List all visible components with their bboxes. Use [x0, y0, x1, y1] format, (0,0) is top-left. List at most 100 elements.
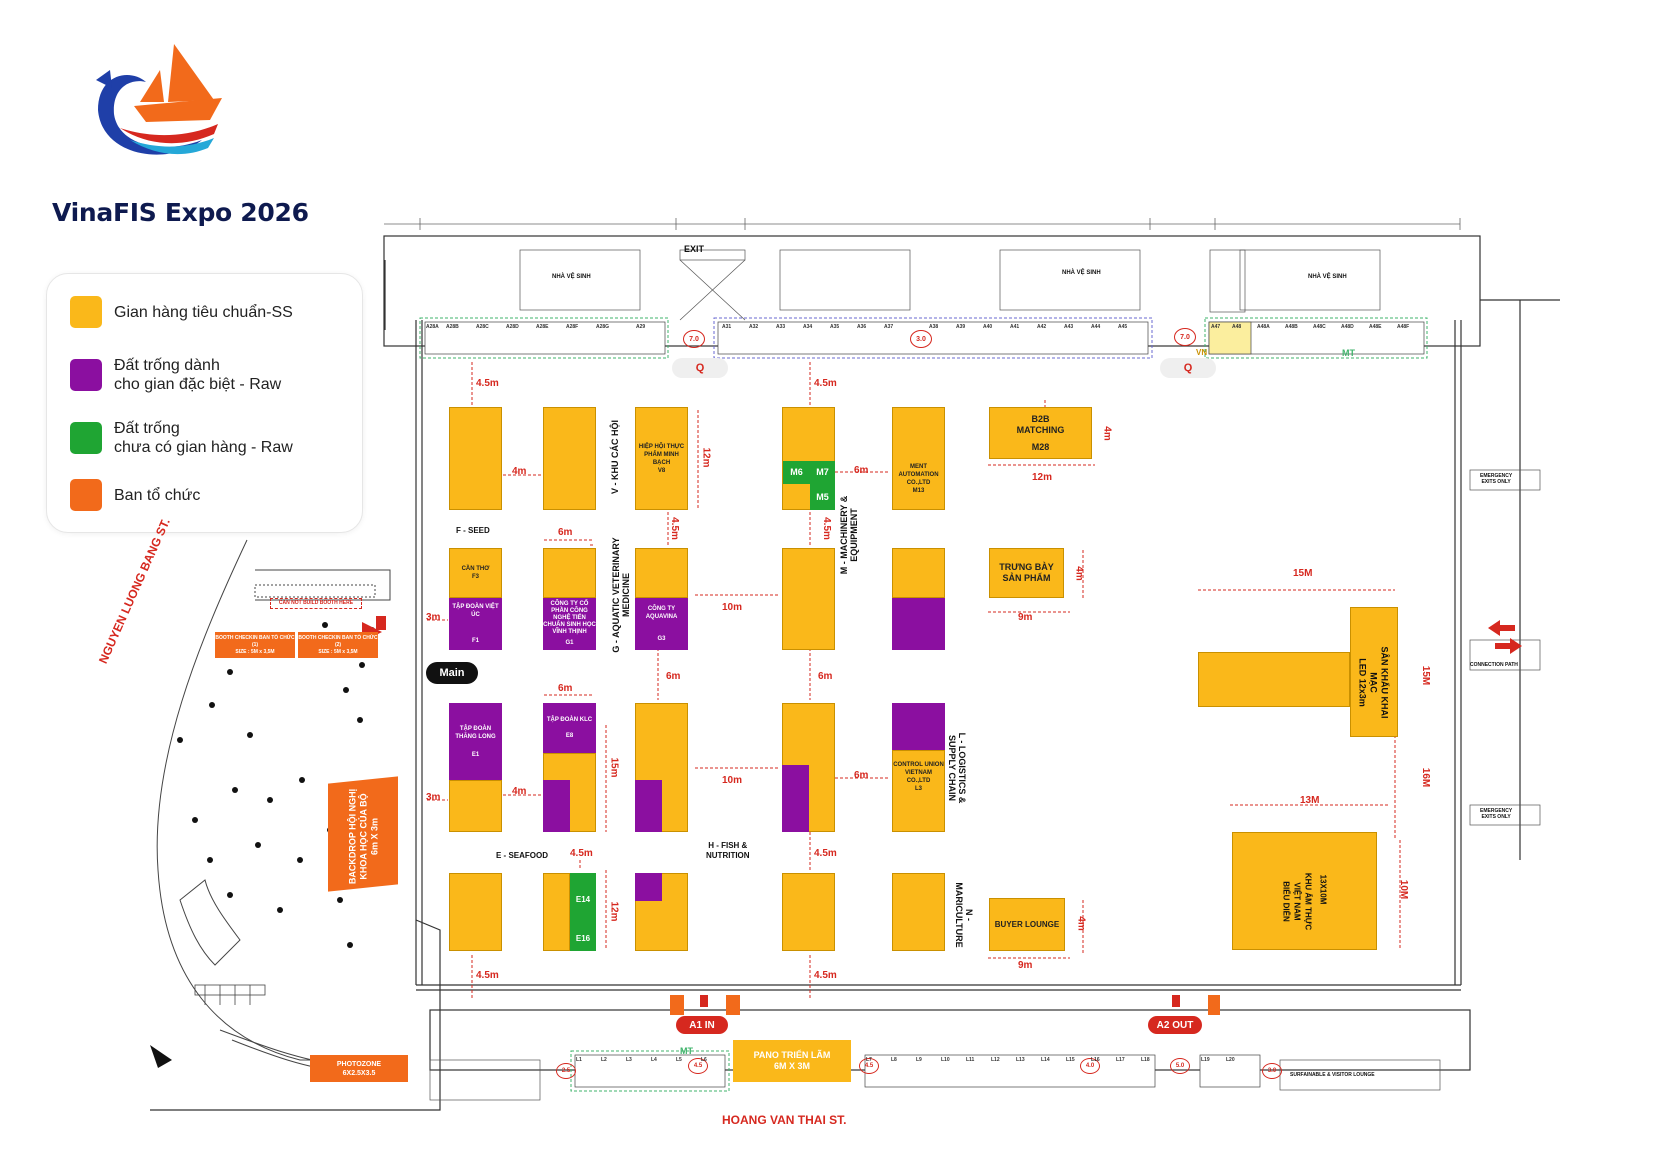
booth-g3-name: CÔNG TY AQUAVINA [645, 606, 678, 620]
booth-block-m-mid[interactable] [782, 548, 835, 650]
legend-label: Đất trống dành cho gian đặc biệt - Raw [114, 357, 282, 393]
booth-g1-id: G1 [565, 640, 574, 646]
photozone[interactable]: PHOTOZONE 6X2.5X3.5 [310, 1055, 408, 1082]
main-entrance-button[interactable]: Main [426, 662, 478, 684]
food-area[interactable] [1232, 832, 1377, 950]
booth-f3[interactable]: CẦN THƠ F3 [449, 548, 502, 598]
booth-v8[interactable]: HIỆP HỘI THỰC PHẨM MINH BẠCH V8 [635, 407, 688, 510]
legend-swatch-empty [70, 422, 102, 454]
checkin-booth-2[interactable]: BOOTH CHECKIN BAN TỔ CHỨC (2) SIZE : 5M … [298, 632, 378, 658]
booth-block-m-mid-right[interactable] [892, 548, 945, 598]
booth-block-v-left[interactable] [543, 407, 596, 510]
booth-l3[interactable]: CONTROL UNION VIETNAM CO.,LTD L3 [892, 750, 945, 832]
dim-display-width: 9m [1018, 612, 1033, 623]
buyer-lounge-area[interactable]: BUYER LOUNGE [989, 898, 1065, 951]
booth-f1[interactable]: TẬP ĐOÀN VIỆT ÚC F1 [449, 598, 502, 650]
stage-top[interactable] [1350, 607, 1398, 737]
dim-aisle-top-mid: 4.5m [814, 378, 837, 389]
zone-ip: V - KHU CÁC HỘI [610, 420, 620, 494]
gate-a2-out[interactable]: A2 OUT [1148, 1016, 1202, 1034]
booth-special-l-top[interactable] [892, 703, 945, 750]
booth-number: A41 [1010, 324, 1020, 330]
booth-number: A45 [1118, 324, 1128, 330]
booth-block-n-row4[interactable] [892, 873, 945, 951]
legend-organizer: Ban tổ chức [70, 479, 200, 511]
booth-special-h-left[interactable] [635, 780, 662, 832]
booth-special-h-right[interactable] [782, 765, 809, 832]
logo-wave-1 [98, 75, 202, 155]
booth-l3-name: CONTROL UNION VIETNAM CO.,LTD [893, 762, 944, 784]
q-marker-right: Q [1160, 358, 1216, 378]
logo-tail [96, 70, 112, 88]
booth-e14[interactable]: E14 [570, 873, 596, 925]
booth-block-g-top[interactable] [543, 548, 596, 598]
product-display-area[interactable]: TRƯNG BÀY SẢN PHẨM [989, 548, 1064, 598]
bottom-height-4: 4.0 [1080, 1058, 1100, 1074]
booth-block-g3-top[interactable] [635, 548, 688, 598]
bottom-height-5: 5.0 [1170, 1058, 1190, 1074]
booth-block-m-row4[interactable] [782, 873, 835, 951]
top-strip-outlines [419, 317, 1428, 359]
top-booth-row-right: A47 A48 A48A A48B A48C A48D A48E A48F [1211, 324, 1423, 330]
booth-number: A29 [636, 324, 646, 330]
booth-number: A34 [803, 324, 813, 330]
booth-v8-id: V8 [657, 467, 666, 474]
dim-stage-height: 15M [1420, 665, 1432, 686]
product-display-label: TRƯNG BÀY SẢN PHẨM [999, 562, 1054, 583]
booth-m6[interactable]: M6 [783, 461, 810, 484]
booth-m5[interactable]: M5 [810, 484, 835, 510]
booth-special-h-row4[interactable] [635, 873, 662, 901]
booth-number: L16 [1091, 1057, 1100, 1063]
booth-block-f-top[interactable] [449, 407, 502, 510]
booth-m13[interactable]: MENT AUTOMATION CO.,LTD M13 [892, 407, 945, 510]
booth-number: L1 [576, 1057, 582, 1063]
booth-l3-id: L3 [914, 786, 922, 792]
right-side-detail [1469, 469, 1541, 826]
dim-m-gap-1: 6m [854, 465, 869, 476]
dim-m-aisle: 6m [818, 671, 833, 682]
dim-e14-height: 12m [608, 901, 620, 922]
booth-number: L12 [991, 1057, 1000, 1063]
booth-number: L2 [601, 1057, 607, 1063]
logo-sail-small [140, 70, 164, 102]
bottom-height-6: 3.0 [1262, 1063, 1282, 1079]
top-building-detail [519, 249, 1381, 321]
booth-block-e14-left[interactable] [543, 873, 570, 951]
logo-hull [134, 98, 222, 122]
booth-e1-id: E1 [471, 751, 480, 758]
booth-e1-name: TẬP ĐOÀN THĂNG LONG [455, 725, 496, 740]
pano-exhibition[interactable]: PANO TRIỂN LÃM 6M X 3M [733, 1040, 851, 1082]
booth-e8[interactable]: TẬP ĐOÀN KLC E8 [543, 703, 596, 753]
checkin-booth-1[interactable]: BOOTH CHECKIN BAN TỔ CHỨC (1) SIZE : 5M … [215, 632, 295, 658]
zone-seed: F - SEED [456, 526, 490, 535]
bottom-height-2: 4.5 [688, 1058, 708, 1074]
booth-f1-name: TẬP ĐOÀN VIỆT ÚC [452, 604, 499, 618]
gate-a1-in[interactable]: A1 IN [676, 1016, 728, 1034]
emergency-exit-upper: EMERGENCY EXITS ONLY [1480, 473, 1513, 485]
toilet-label-left: NHÀ VỆ SINH [552, 274, 591, 280]
booth-number: A35 [830, 324, 840, 330]
booth-block-e-bottom[interactable] [449, 780, 502, 832]
booth-e1[interactable]: TẬP ĐOÀN THĂNG LONG E1 [449, 703, 502, 780]
connection-arrows-icon [1488, 620, 1522, 654]
b2b-matching-area[interactable]: B2B MATCHING M28 [989, 407, 1092, 459]
booth-e8-name: TẬP ĐOÀN KLC [546, 717, 593, 723]
stage-stem[interactable] [1198, 652, 1350, 707]
booth-m7[interactable]: M7 [810, 461, 835, 484]
booth-number: A37 [884, 324, 894, 330]
booth-number: A48D [1341, 324, 1354, 330]
booth-number: A28C [476, 324, 489, 330]
dim-food-height: 10M [1398, 879, 1410, 900]
booth-e16[interactable]: E16 [570, 925, 596, 951]
booth-number: L4 [651, 1057, 657, 1063]
booth-special-m-right[interactable] [892, 598, 945, 650]
booth-number: L14 [1041, 1057, 1050, 1063]
booth-block-e-row4[interactable] [449, 873, 502, 951]
booth-special-e8-small[interactable] [543, 780, 570, 832]
booth-g3[interactable]: CÔNG TY AQUAVINA G3 [635, 598, 688, 650]
q-marker-left: Q [672, 358, 728, 378]
hall-walls [150, 235, 1560, 1111]
booth-number: A48F [1397, 324, 1410, 330]
backdrop-panel: BACKDROP HỘI NGHỊ KHOA HỌC CỦA BỘ 6m X 3… [328, 776, 398, 892]
booth-g1[interactable]: CÔNG TY CỔ PHẦN CÔNG NGHỆ TIẾN CHUẨN SIN… [543, 598, 596, 650]
